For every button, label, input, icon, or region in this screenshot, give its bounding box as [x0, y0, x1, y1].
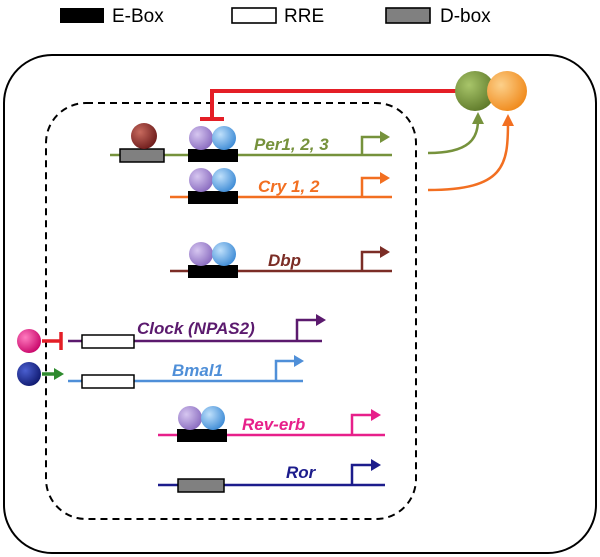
per-export-arrowhead	[472, 112, 484, 124]
per-protein-icon	[455, 71, 495, 111]
bmal-protein-icon	[212, 242, 236, 266]
clock-protein-icon	[178, 406, 202, 430]
cry-promoter-arrowhead	[380, 172, 390, 184]
per-label: Per1, 2, 3	[254, 135, 329, 154]
cry-ebox	[188, 191, 238, 204]
gene-bmal: Bmal1	[17, 355, 304, 389]
clock-protein-icon	[189, 242, 213, 266]
cry-export-arrow	[427, 114, 514, 192]
legend: E-Box RRE D-box	[60, 6, 491, 27]
rre-activation-arrowhead	[54, 368, 64, 380]
per-dbox	[119, 148, 165, 163]
per-promoter-arrowhead	[380, 131, 390, 143]
bmal-label: Bmal1	[172, 361, 223, 380]
cry-label: Cry 1, 2	[258, 177, 320, 196]
clock-promoter-arrowhead	[316, 314, 326, 326]
gene-ror: Ror	[158, 459, 385, 493]
bmal-protein-icon	[212, 126, 236, 150]
legend-ebox-label: E-Box	[112, 6, 164, 27]
legend-rre-label: RRE	[284, 6, 324, 27]
gene-cry: Cry 1, 2	[170, 168, 392, 204]
cry-promoter-arrow	[360, 176, 382, 197]
reverb-ebox	[177, 429, 227, 442]
gene-dbp: Dbp	[170, 242, 392, 278]
per-cry-repression	[200, 89, 460, 121]
bmal-promoter-arrow	[274, 359, 295, 381]
gene-reverb: Rev-erb	[158, 406, 385, 442]
ror-label: Ror	[286, 463, 317, 482]
ror-protein-icon	[17, 362, 41, 386]
cry-export-path	[427, 121, 510, 192]
clock-rre	[81, 334, 135, 349]
gene-clock: Clock (NPAS2)	[17, 314, 326, 353]
clock-promoter-arrow	[295, 318, 317, 341]
legend-dbox-label: D-box	[440, 6, 491, 27]
legend-rre-swatch	[231, 7, 277, 24]
per-ebox	[188, 149, 238, 162]
legend-dbox-swatch	[385, 7, 431, 24]
clock-protein-icon	[189, 126, 213, 150]
bmal-promoter-arrowhead	[294, 355, 304, 367]
rev-erb-protein-icon	[17, 329, 41, 353]
bmal-rre	[81, 374, 135, 389]
dbp-promoter-arrowhead	[380, 246, 390, 258]
per-promoter-arrow	[360, 135, 382, 155]
ror-promoter-arrow	[350, 463, 372, 485]
bmal-protein-icon	[212, 168, 236, 192]
cry-export-arrowhead	[502, 114, 514, 126]
nucleus-boundary	[45, 102, 417, 520]
bmal-protein-icon	[201, 406, 225, 430]
clock-protein-icon	[189, 168, 213, 192]
repression-line	[210, 89, 460, 118]
dbp-promoter-arrow	[360, 250, 382, 271]
cry-protein-icon	[487, 71, 527, 111]
ror-promoter-arrowhead	[371, 459, 381, 471]
per-export-path	[427, 119, 480, 155]
cell-boundary	[3, 54, 597, 554]
clock-label: Clock (NPAS2)	[137, 319, 255, 338]
dbp-ebox	[188, 265, 238, 278]
dbp-label: Dbp	[268, 251, 301, 270]
dbp-protein-icon	[131, 123, 157, 149]
gene-per: Per1, 2, 3	[110, 123, 392, 163]
per-export-arrow	[427, 112, 484, 155]
reverb-promoter-arrow	[350, 413, 372, 435]
ror-dbox	[177, 478, 225, 493]
reverb-promoter-arrowhead	[371, 409, 381, 421]
legend-ebox-swatch	[60, 8, 104, 23]
reverb-label: Rev-erb	[242, 415, 305, 434]
